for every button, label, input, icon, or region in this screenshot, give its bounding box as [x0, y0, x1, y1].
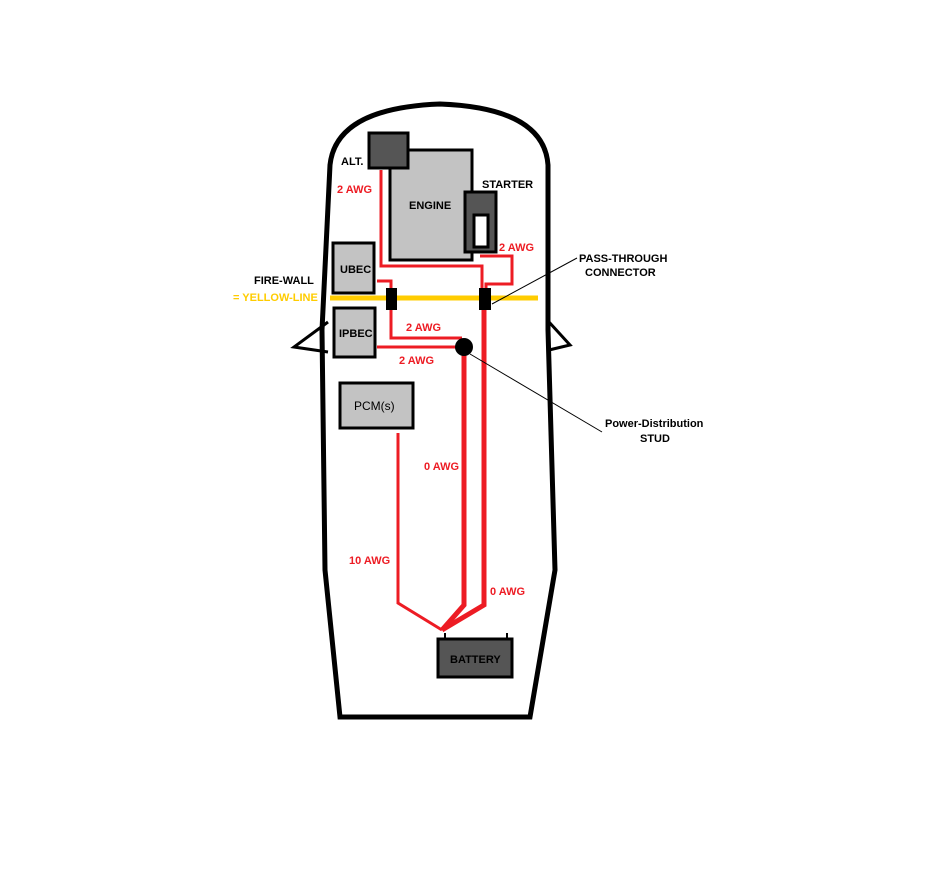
stud-label-1: Power-Distribution [605, 418, 704, 430]
right-mirror [547, 320, 573, 352]
alternator-label: ALT. [341, 156, 363, 168]
stud-battery-wire-gauge: 0 AWG [424, 461, 459, 473]
stud-leader [469, 353, 603, 433]
stud-to-battery-wire [440, 355, 467, 632]
ipbec-box [332, 306, 377, 359]
ubec-to-stud-wire [389, 310, 462, 340]
engine-label: ENGINE [409, 200, 451, 212]
pcm-to-battery-wire [396, 433, 443, 632]
battery-box [436, 637, 514, 679]
alt-wire-gauge: 2 AWG [337, 184, 372, 196]
passthrough-battery-wire-gauge: 0 AWG [490, 586, 525, 598]
starter-solenoid [472, 213, 490, 249]
stud-label-2: STUD [640, 433, 670, 445]
alternator-box [367, 131, 410, 170]
ubec-wire [377, 279, 393, 290]
pass-through-connector-left [386, 288, 397, 310]
firewall-label: FIRE-WALL [254, 275, 314, 287]
ubec-label: UBEC [340, 264, 371, 276]
pass-through-connector-right [479, 288, 491, 310]
battery-label: BATTERY [450, 654, 501, 666]
ubec-box [331, 241, 376, 295]
firewall-legend: = YELLOW-LINE [233, 292, 318, 304]
left-mirror [290, 320, 329, 354]
pcm-box [338, 381, 415, 430]
pass-through-leader [491, 257, 578, 305]
ipbec-label: IPBEC [339, 328, 373, 340]
pcm-wire-gauge: 10 AWG [349, 555, 390, 567]
starter-wire [480, 254, 514, 290]
ubec-wire-gauge: 2 AWG [406, 322, 441, 334]
starter-label: STARTER [482, 179, 533, 191]
pass-through-label-1: PASS-THROUGH [579, 253, 667, 265]
starter-wire-gauge: 2 AWG [499, 242, 534, 254]
passthrough-to-battery-wire [440, 310, 487, 633]
car-outline [319, 101, 558, 720]
alt-wire [379, 170, 484, 290]
power-distribution-stud [455, 338, 473, 356]
ipbec-wire-gauge: 2 AWG [399, 355, 434, 367]
pcm-label: PCM(s) [354, 399, 395, 413]
pass-through-label-2: CONNECTOR [585, 267, 656, 279]
